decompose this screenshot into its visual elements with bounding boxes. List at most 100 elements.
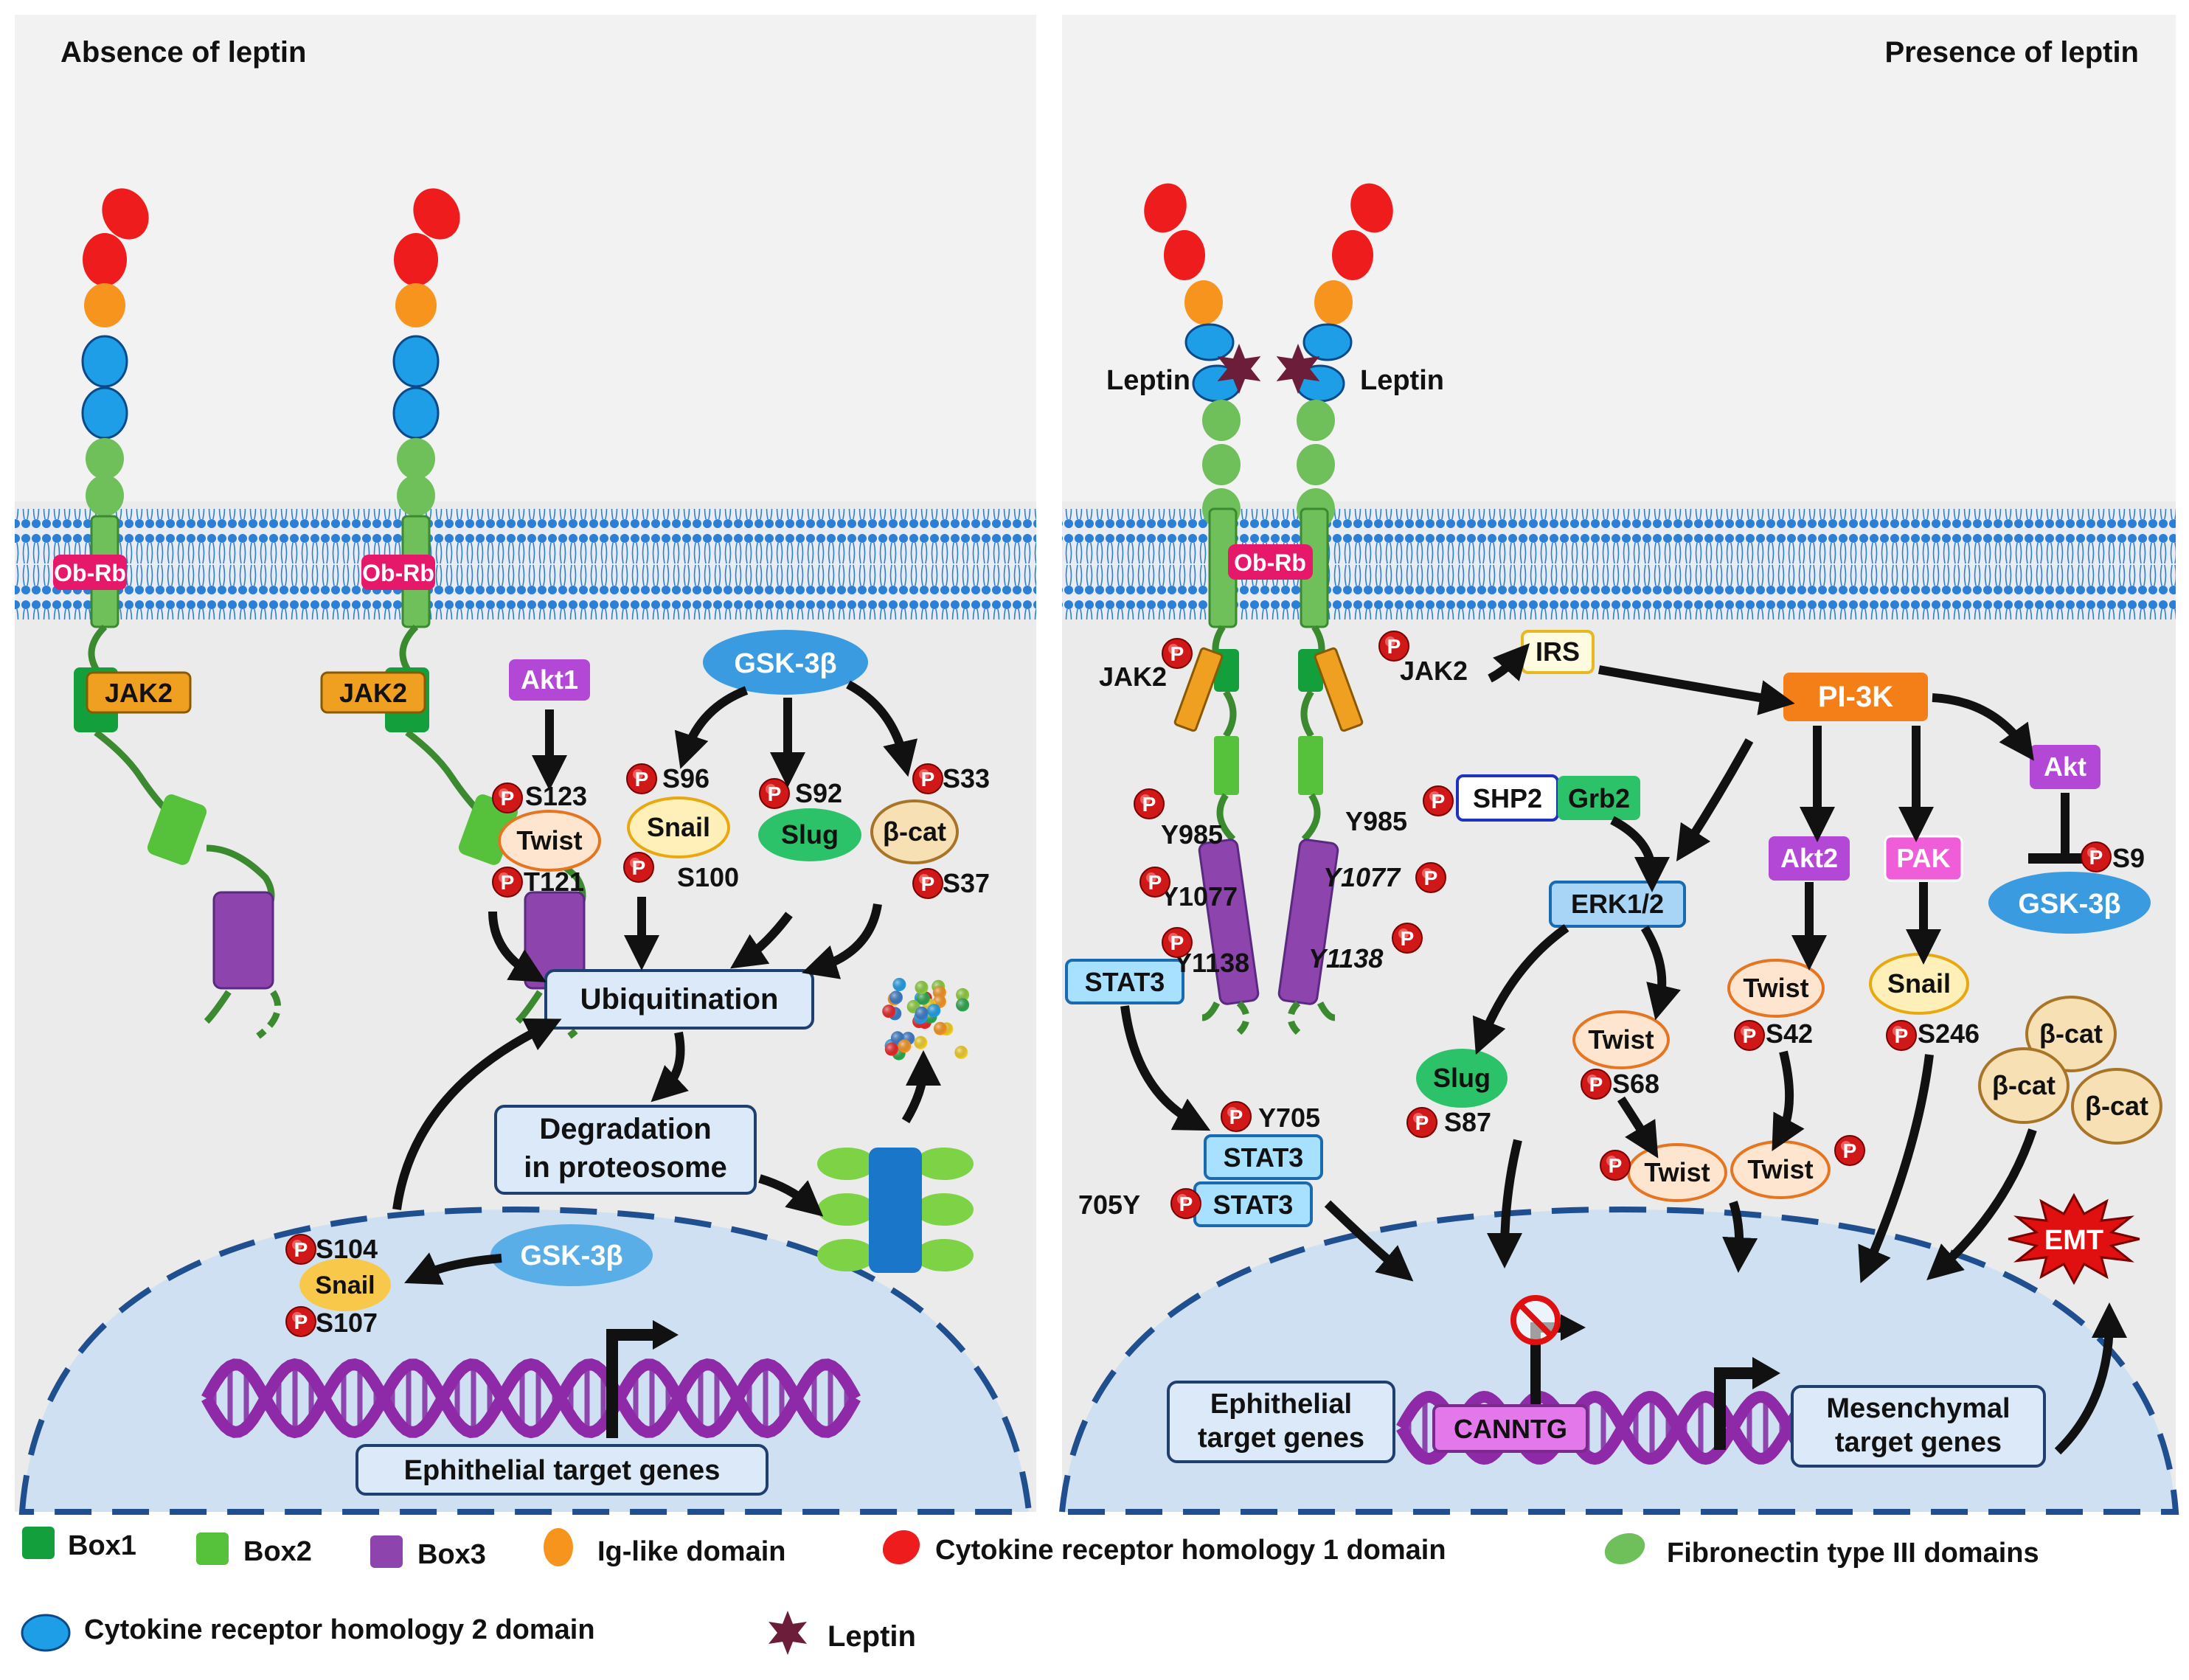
phospho-marker: P: [1581, 1069, 1612, 1100]
bcat-ellipse-left: β-cat: [870, 799, 959, 864]
legend-box3: Box3: [370, 1535, 486, 1570]
ob-rb-label-right: Ob-Rb: [1228, 544, 1313, 580]
phospho-marker: P: [1162, 638, 1193, 669]
bcat-ellipse-right-2: β-cat: [1978, 1047, 2070, 1124]
canntg-box: CANNTG: [1432, 1404, 1589, 1453]
svg-text:Slug: Slug: [1433, 1063, 1491, 1093]
svg-text:Cytokine receptor homology: Cytokine receptor homology 2 domain: [84, 1614, 595, 1645]
svg-text:β-cat: β-cat: [2039, 1018, 2103, 1049]
pathway-arrow: [901, 1050, 941, 1124]
left-membrane: [15, 509, 1036, 619]
bcat-ellipse-right-1: β-cat: [2025, 996, 2117, 1072]
svg-text:Akt2: Akt2: [1780, 843, 1838, 873]
svg-text:P: P: [921, 768, 935, 791]
twist-ellipse-left: Twist: [498, 810, 601, 872]
svg-text:Grb2: Grb2: [1568, 783, 1630, 813]
jak2-label-right-2: JAK2: [1400, 656, 1468, 686]
pathway-arrow: [488, 911, 547, 983]
svg-text:P: P: [501, 787, 515, 810]
epithelial-genes-box-left: Ephithelial target genes: [355, 1444, 769, 1496]
site-s96: S96: [662, 763, 710, 794]
phospho-marker: P: [1415, 862, 1446, 893]
svg-text:P: P: [1229, 1105, 1243, 1128]
pathway-arrow: [392, 1018, 562, 1210]
pathway-arrow: [1640, 925, 1681, 1021]
jak2-chip-left-1: JAK2: [86, 671, 192, 714]
legend-ig: Ig-like domain: [544, 1528, 785, 1567]
phospho-marker: P: [912, 868, 943, 899]
svg-text:β-cat: β-cat: [883, 816, 946, 847]
jak2-label-right-1: JAK2: [1099, 662, 1167, 692]
svg-text:Ob-Rb: Ob-Rb: [362, 560, 434, 586]
site-s42: S42: [1766, 1018, 1813, 1049]
twist-ellipse-erk: Twist: [1572, 1010, 1670, 1069]
svg-text:Ubiquitination: Ubiquitination: [580, 983, 779, 1016]
site-y1077-left: Y1077: [1161, 881, 1238, 912]
pathway-arrow: [802, 903, 882, 979]
panel-divider: [1036, 0, 1062, 1386]
bcat-ellipse-right-3: β-cat: [2071, 1068, 2162, 1145]
degradation-box: Degradation in proteosome: [494, 1105, 757, 1195]
phospho-marker: P: [1886, 1020, 1917, 1051]
pathway-arrow: [1858, 1054, 1934, 1284]
svg-text:Twist: Twist: [1644, 1157, 1710, 1187]
svg-text:β-cat: β-cat: [2085, 1091, 2148, 1121]
svg-text:Ephithelial: Ephithelial: [1210, 1389, 1352, 1420]
svg-text:P: P: [1743, 1024, 1757, 1047]
phospho-marker: P: [1134, 788, 1165, 819]
svg-text:Leptin: Leptin: [828, 1620, 916, 1653]
blocked-transcription: [1510, 1295, 1586, 1407]
leptin-label-left: Leptin: [1106, 365, 1190, 396]
stat3-chip-a: STAT3: [1204, 1134, 1323, 1180]
svg-text:P: P: [921, 872, 935, 895]
svg-text:target genes: target genes: [1198, 1423, 1364, 1454]
svg-text:JAK2: JAK2: [339, 678, 407, 708]
grb2-chip: Grb2: [1558, 776, 1640, 820]
svg-text:P: P: [632, 856, 646, 879]
akt2-chip: Akt2: [1769, 836, 1850, 881]
snail-ellipse-right: Snail: [1869, 953, 1969, 1015]
svg-text:P: P: [294, 1238, 308, 1261]
transcription-arrow-left: [606, 1320, 679, 1438]
phospho-marker: P: [1600, 1150, 1631, 1181]
site-s107: S107: [316, 1308, 378, 1338]
svg-text:P: P: [1415, 1111, 1429, 1134]
akt1-chip: Akt1: [509, 659, 590, 701]
svg-text:P: P: [1424, 867, 1438, 889]
ubiquitination-box: Ubiquitination: [544, 969, 814, 1030]
slug-ellipse-left: Slug: [758, 808, 861, 861]
legend-box2: Box2: [196, 1533, 312, 1567]
phospho-marker: P: [623, 852, 654, 883]
site-y705: Y705: [1258, 1103, 1320, 1133]
site-s33: S33: [943, 763, 990, 794]
svg-text:Fibronectin type III domains: Fibronectin type III domains: [1667, 1538, 2039, 1569]
twist-dimer-b: Twist: [1730, 1140, 1831, 1199]
svg-text:SHP2: SHP2: [1473, 783, 1542, 813]
irs-chip: IRS: [1521, 630, 1595, 674]
svg-text:Twist: Twist: [1588, 1024, 1654, 1055]
svg-text:P: P: [1170, 931, 1184, 954]
legend-box1: Box1: [22, 1527, 136, 1561]
pathway-arrow: [674, 686, 749, 769]
svg-text:P: P: [2089, 846, 2103, 869]
svg-text:Box3: Box3: [417, 1539, 486, 1570]
site-s123: S123: [525, 781, 587, 811]
pathway-arrow: [1722, 1201, 1758, 1273]
svg-text:Ob-Rb: Ob-Rb: [1234, 549, 1306, 576]
pathway-arrow: [1932, 693, 2034, 761]
svg-text:in proteosome: in proteosome: [524, 1151, 727, 1184]
slug-ellipse-right: Slug: [1416, 1049, 1508, 1108]
svg-text:STAT3: STAT3: [1224, 1142, 1304, 1173]
pathway-arrow: [651, 1031, 689, 1103]
site-t121: T121: [524, 867, 584, 897]
svg-text:P: P: [294, 1311, 308, 1333]
twist-dimer-a: Twist: [1627, 1143, 1727, 1202]
right-panel-title: Presence of leptin: [1884, 36, 2139, 69]
receptor-right-2: [1276, 183, 1393, 1035]
leptin-label-right: Leptin: [1360, 365, 1444, 396]
svg-text:P: P: [501, 871, 515, 894]
svg-text:Akt: Akt: [2044, 752, 2086, 782]
svg-text:CANNTG: CANNTG: [1454, 1414, 1567, 1444]
svg-text:Box1: Box1: [68, 1530, 136, 1561]
site-y985-left: Y985: [1161, 819, 1223, 850]
